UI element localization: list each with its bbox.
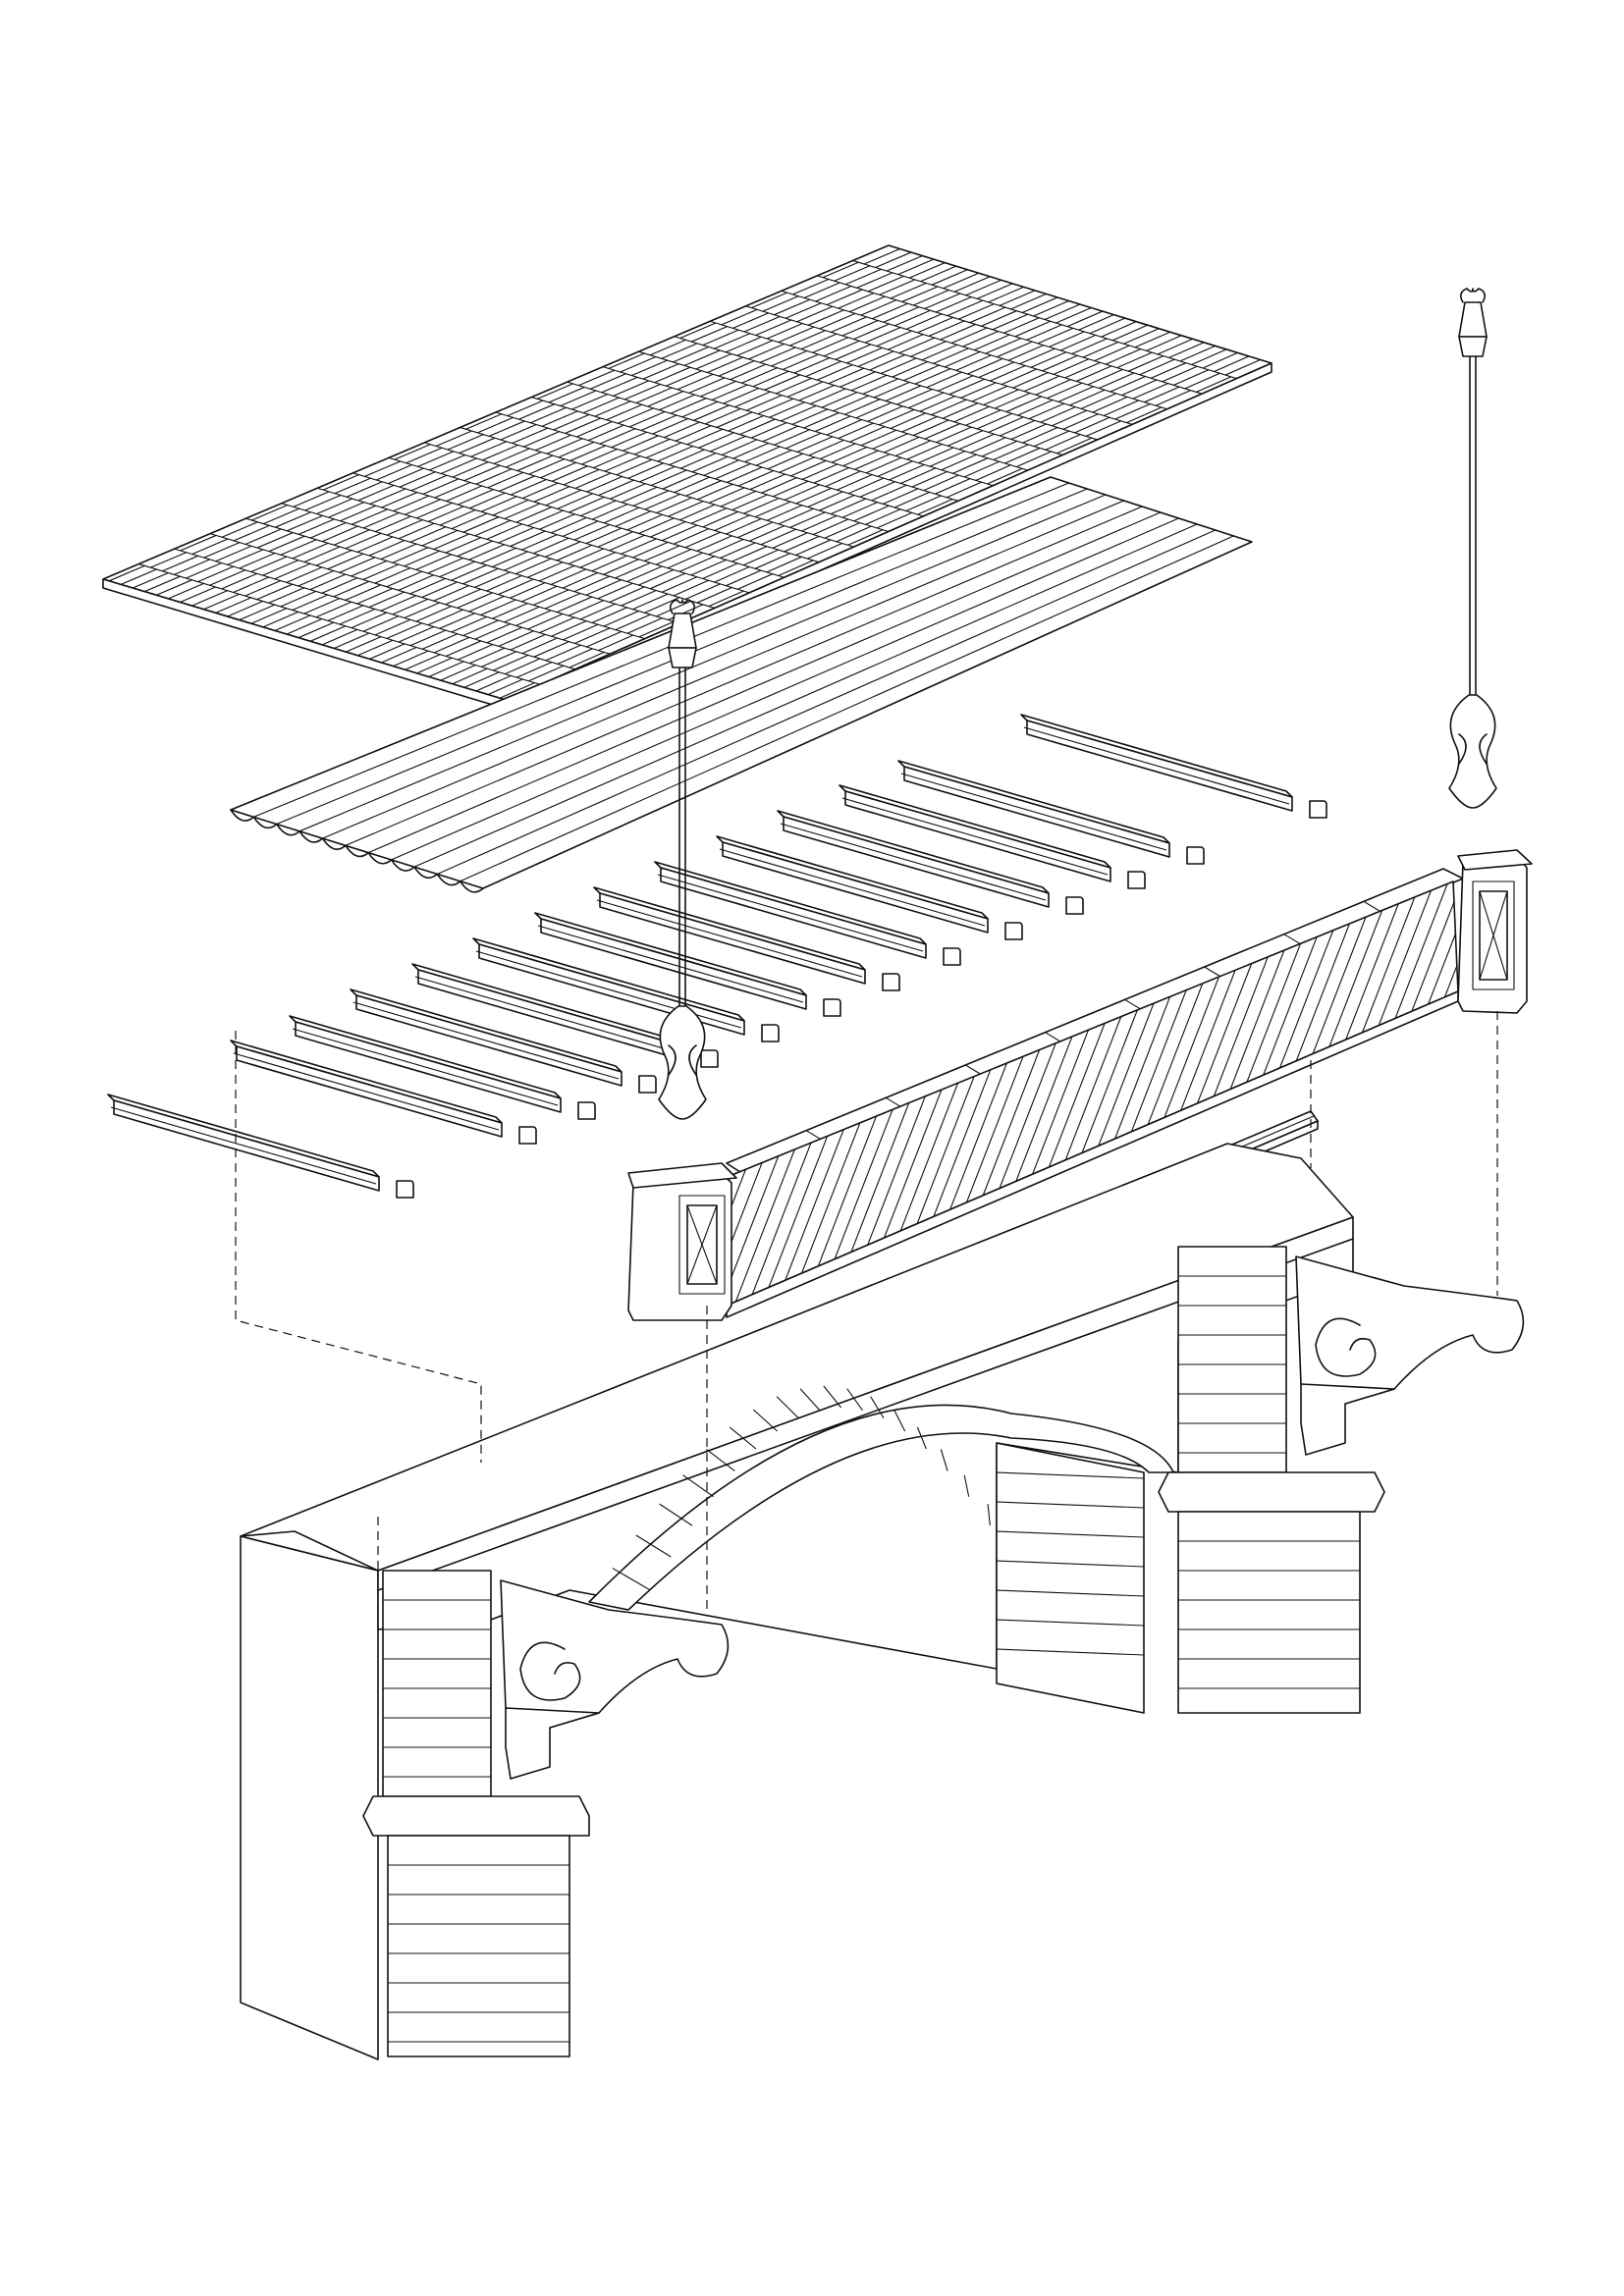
scroll-bracket-right [1295,1255,1525,1456]
i-beam-joist [716,835,1023,940]
scroll-bracket-left [500,1579,730,1780]
stone-arch-bridge [240,1143,1525,2060]
corrugated-deck [230,476,1253,893]
paving-slab [102,244,1272,710]
i-beam-joist [107,1094,414,1199]
lamp-post-left [658,599,707,1120]
i-beam-joist [350,988,657,1094]
lamp-post-right [1448,288,1497,809]
i-beam-joist [1020,714,1327,819]
i-beam-joist [839,784,1146,889]
end-post-left [627,1162,737,1321]
balustrade-with-lattice [627,849,1533,1321]
i-beam-joist [654,861,961,966]
i-beam-joist [777,810,1084,915]
i-beam-joist [593,886,900,991]
i-beam-joist [289,1015,596,1120]
i-beam-joist [897,760,1205,865]
i-beam-joist [534,912,841,1017]
end-post-right [1457,849,1533,1014]
i-beam-joist [230,1040,537,1145]
projection-guides [235,1011,1498,1610]
i-beam-joists [107,714,1327,1199]
